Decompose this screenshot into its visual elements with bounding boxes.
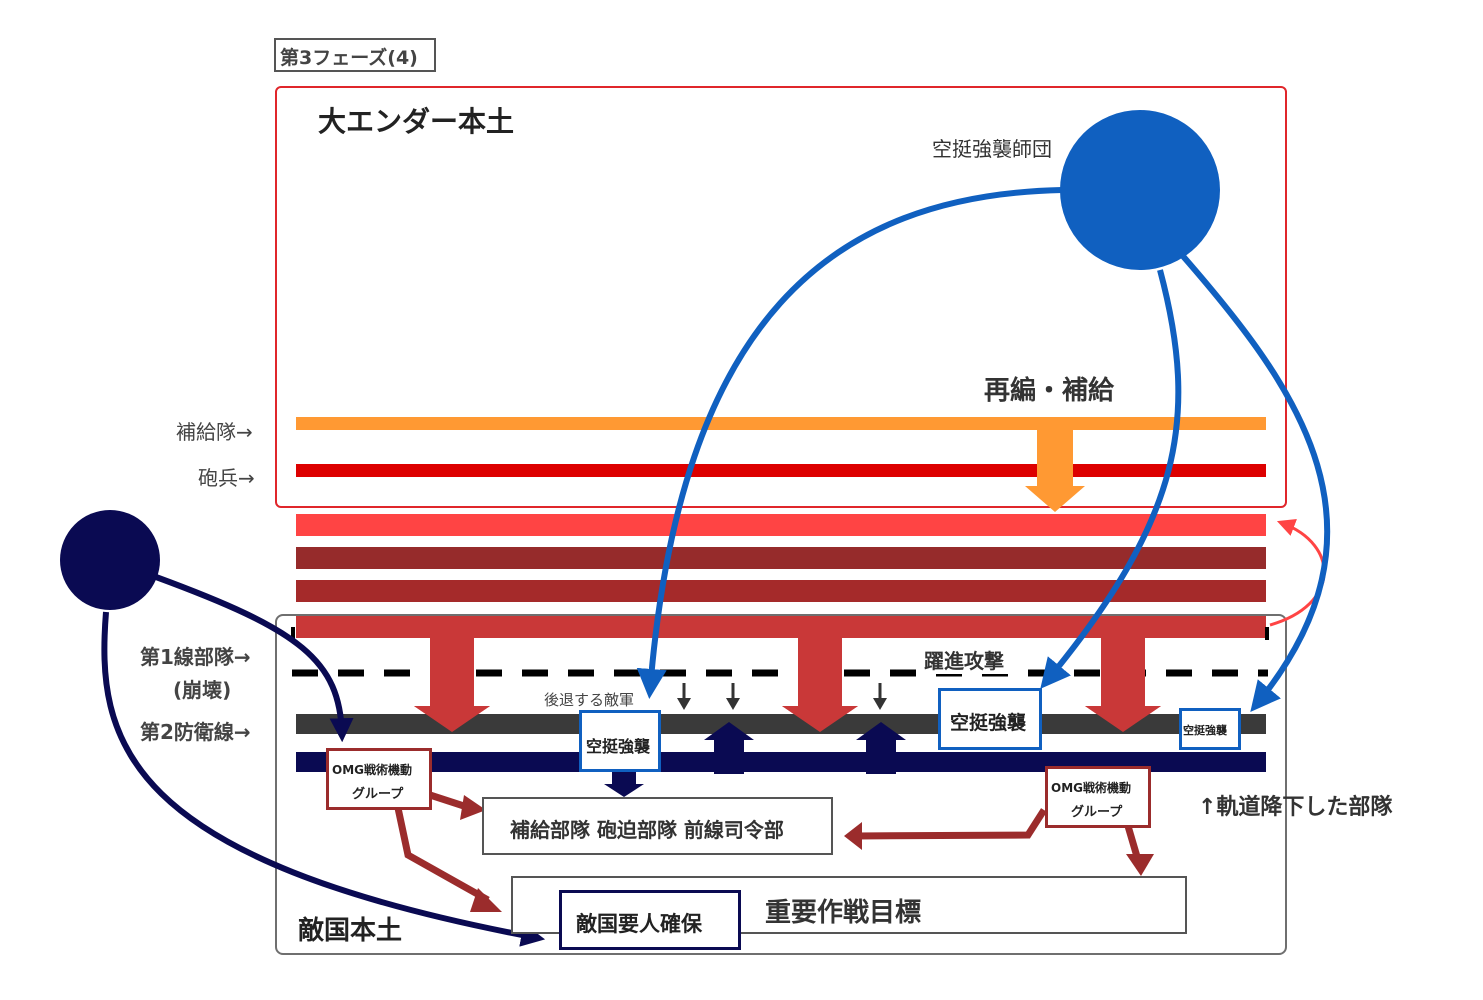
airborne-assault-arrows <box>636 187 1331 712</box>
phase-tag: 第3フェーズ(4) <box>274 38 436 72</box>
front2-label: 第2防衛線→ <box>140 720 251 744</box>
phase-tag-text: 第3フェーズ(4) <box>280 47 418 69</box>
enemy-homeland-title: 敵国本土 <box>298 916 403 946</box>
airborne-box-1-label: 空挺強襲 <box>586 737 651 756</box>
front1-sub-label: (崩壊) <box>173 678 232 702</box>
capture-box: 敵国要人確保 <box>559 890 741 950</box>
retreat-arrows <box>677 683 887 710</box>
front-bar-2 <box>296 547 1266 569</box>
artillery-line <box>296 464 1266 477</box>
orbital-drop-arrows <box>101 574 546 947</box>
supply-down-arrow <box>1025 430 1085 512</box>
homeland-frame <box>275 86 1287 508</box>
front-bar-1 <box>296 514 1266 536</box>
omg-group-right: OMG戦術機動 グループ <box>1045 766 1151 828</box>
navy-line <box>296 752 1266 772</box>
omg-left-line2: グループ <box>352 787 404 802</box>
rear-targets-box: 補給部隊 砲迫部隊 前線司令部 <box>482 797 833 855</box>
supply-line <box>296 417 1266 430</box>
omg-group-left: OMG戦術機動 グループ <box>326 748 432 810</box>
key-objective-label: 重要作戦目標 <box>765 898 922 928</box>
homeland-title: 大エンダー本土 <box>318 105 515 138</box>
reorg-label: 再編・補給 <box>984 376 1115 406</box>
supply-label: 補給隊→ <box>176 420 253 444</box>
airborne-box-2: 空挺強襲 <box>938 688 1042 750</box>
omg-right-line2: グループ <box>1071 805 1123 820</box>
navy-down-arrow <box>604 772 644 797</box>
artillery-label: 砲兵→ <box>198 466 255 490</box>
navy-up-arrows <box>704 722 906 774</box>
airborne-division-label: 空挺強襲師団 <box>932 137 1052 161</box>
airborne-box-3-label: 空挺強襲 <box>1183 724 1227 737</box>
airborne-box-1: 空挺強襲 <box>579 710 661 772</box>
orbital-note: ↑軌道降下した部隊 <box>1198 795 1393 820</box>
airborne-box-2-label: 空挺強襲 <box>950 712 1027 734</box>
enemy-homeland-frame <box>275 614 1287 955</box>
capture-label: 敵国要人確保 <box>576 912 702 936</box>
rear-targets-label: 補給部隊 砲迫部隊 前線司令部 <box>510 818 784 842</box>
omg-right-line1: OMG戦術機動 <box>1051 781 1131 795</box>
front1-label: 第1線部隊→ <box>140 645 251 669</box>
omg-left-line1: OMG戦術機動 <box>332 763 412 777</box>
airborne-division-circle <box>1060 110 1220 270</box>
airborne-box-3: 空挺強襲 <box>1179 708 1241 750</box>
orbital-circle <box>60 510 160 610</box>
leap-attack-label: 躍進攻撃 <box>920 645 1008 674</box>
front-bar-3 <box>296 580 1266 602</box>
retreat-label: 後退する敵軍 <box>544 691 635 709</box>
front-bar-4 <box>296 616 1266 638</box>
